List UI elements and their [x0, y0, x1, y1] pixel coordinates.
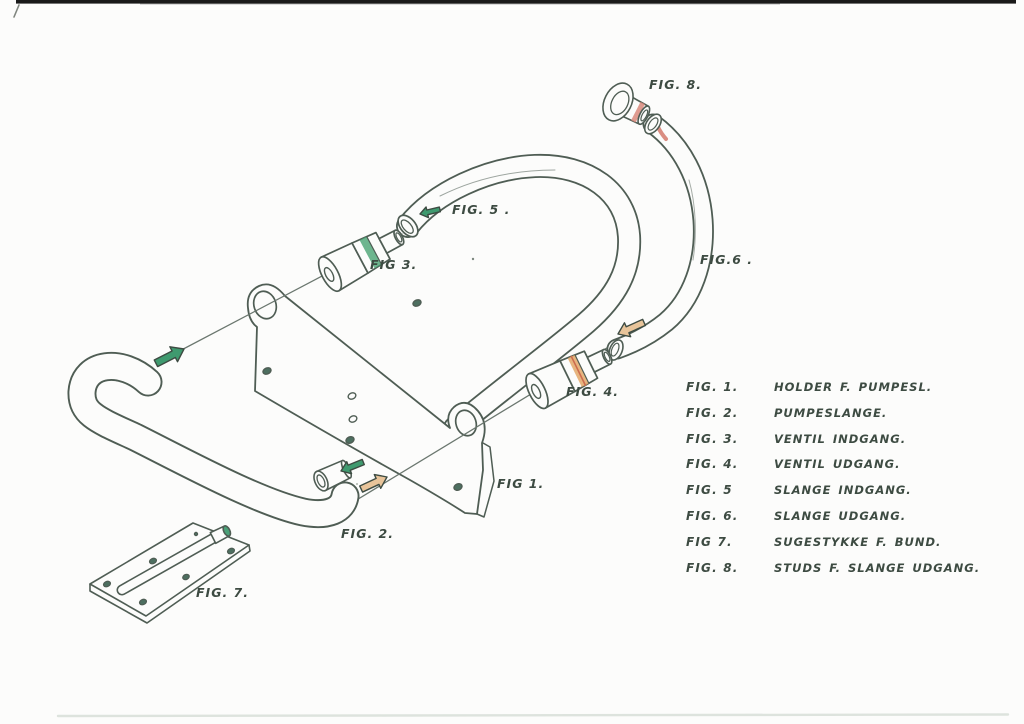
legend-label: PUMPESLANGE.: [774, 405, 888, 420]
callout-fig8: FIG. 8.: [649, 77, 702, 92]
legend-row: FIG. 3. VENTIL INDGANG.: [686, 426, 980, 452]
legend-fig-number: FIG. 1.: [686, 380, 739, 394]
legend: FIG. 1. HOLDER F. PUMPESL. FIG. 2. PUMPESL…: [686, 374, 980, 580]
legend-label: SUGESTYKKE F. BUND.: [774, 534, 942, 549]
legend-row: FIG. 6. SLANGE UDGANG.: [686, 503, 980, 529]
legend-label: SLANGE INDGANG.: [774, 483, 912, 498]
legend-row: FIG. 1. HOLDER F. PUMPESL.: [686, 374, 980, 400]
legend-fig-number: FIG. 2.: [686, 405, 739, 420]
inlet-hose: [396, 153, 642, 440]
legend-label: VENTIL UDGANG.: [774, 457, 901, 472]
insert-arrow-green-left-icon: [152, 342, 188, 371]
legend-label: HOLDER F. PUMPESL.: [774, 380, 933, 394]
legend-row: FIG. 2. PUMPESLANGE.: [686, 400, 980, 426]
outlet-hose: [606, 113, 714, 361]
flow-arrows: [152, 204, 647, 496]
callout-fig2: FIG. 2.: [341, 526, 394, 541]
insert-arrow-orange-hose-outlet-icon: [615, 315, 647, 340]
outlet-valve: [525, 348, 613, 410]
legend-fig-number: FIG. 8.: [686, 560, 739, 575]
callout-fig6: FIG.6 .: [700, 252, 753, 267]
legend-fig-number: FIG. 4.: [686, 457, 739, 472]
legend-row: FIG 7. SUGESTYKKE F. BUND.: [686, 529, 980, 555]
legend-fig-number: FIG 7.: [686, 534, 733, 549]
holder-plate: [246, 283, 495, 518]
legend-row: FIG. 5 SLANGE INDGANG.: [686, 477, 980, 503]
legend-label: VENTIL INDGANG.: [774, 431, 907, 446]
legend-fig-number: FIG. 6.: [686, 508, 739, 523]
suction-nipple: [209, 525, 232, 545]
legend-fig-number: FIG. 3.: [686, 431, 739, 446]
callout-fig4: FIG. 4.: [566, 384, 619, 399]
insert-arrow-green-stub-icon: [339, 456, 366, 477]
scan-artifacts: [13, 0, 1016, 718]
inlet-valve: [317, 229, 405, 293]
callout-fig5: FIG. 5 .: [452, 202, 511, 217]
callout-fig1: FIG 1.: [497, 476, 545, 491]
legend-label: STUDS F. SLANGE UDGANG.: [774, 560, 981, 575]
callout-fig3: FIG 3.: [370, 257, 418, 272]
legend-fig-number: FIG. 5: [686, 483, 733, 498]
callout-fig7: FIG. 7.: [196, 585, 249, 600]
outlet-stud-fitting: [602, 82, 651, 126]
legend-row: FIG. 4. VENTIL UDGANG.: [686, 451, 980, 477]
legend-row: FIG. 8. STUDS F. SLANGE UDGANG.: [686, 555, 980, 581]
suction-plate: [89, 522, 251, 624]
legend-label: SLANGE UDGANG.: [774, 508, 907, 523]
pump-hose: [67, 351, 360, 529]
insert-arrow-green-hose-inlet-icon: [419, 204, 441, 219]
insert-arrow-orange-stub-icon: [358, 470, 390, 496]
